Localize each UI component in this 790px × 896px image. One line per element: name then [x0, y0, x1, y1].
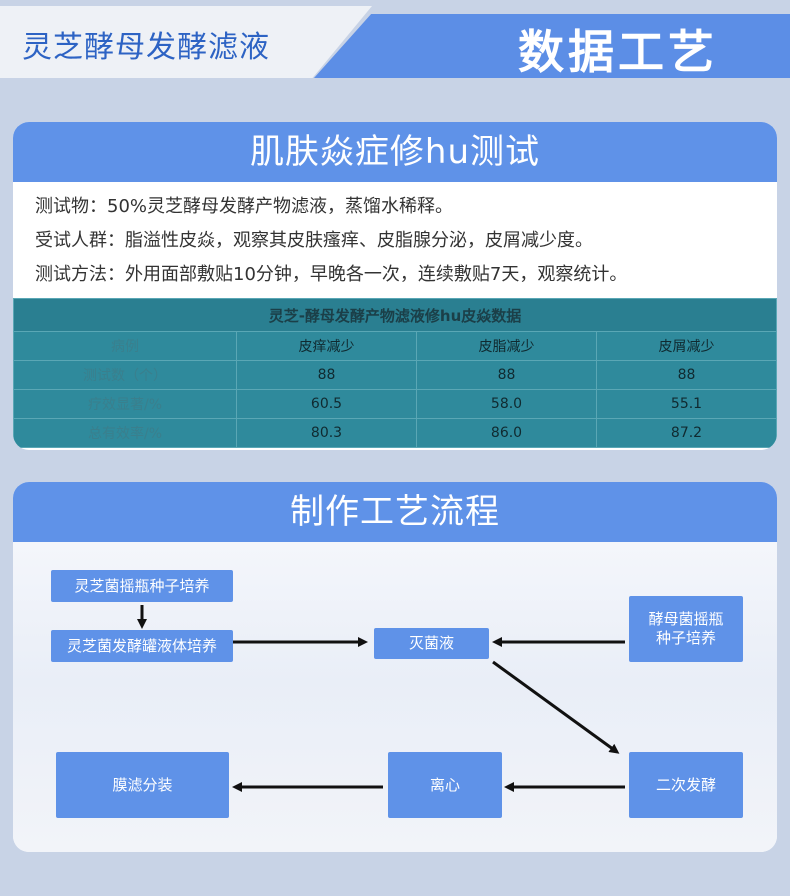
table-cell: 80.3 [236, 418, 417, 448]
table-cell: 总有效率/% [13, 418, 237, 448]
product-title: 灵芝酵母发酵滤液 [22, 30, 270, 65]
results-table: 灵芝-酵母发酵产物滤液修hu皮焱数据 病例 皮痒减少 皮脂减少 皮屑减少 测试数… [13, 298, 777, 448]
table-cell: 55.1 [596, 389, 777, 419]
table-cell: 87.2 [596, 418, 777, 448]
test-line-subjects: 受试人群：脂溢性皮焱，观察其皮肤瘙痒、皮脂腺分泌，皮屑减少度。 [35, 230, 593, 251]
process-card: 制作工艺流程 灵芝菌摇瓶种子培养 灵芝菌发酵罐液体培养 灭菌液 酵母菌摇瓶种子培… [13, 482, 777, 852]
table-caption: 灵芝-酵母发酵产物滤液修hu皮焱数据 [13, 298, 777, 332]
process-flow: 灵芝菌摇瓶种子培养 灵芝菌发酵罐液体培养 灭菌液 酵母菌摇瓶种子培养 二次发酵 … [13, 542, 777, 852]
test-line-material: 测试物：50%灵芝酵母发酵产物滤液，蒸馏水稀释。 [35, 196, 454, 217]
table-cell: 88 [416, 360, 597, 390]
header-banner: 灵芝酵母发酵滤液 数据工艺 [0, 0, 790, 82]
table-row: 总有效率/% 80.3 86.0 87.2 [13, 418, 777, 448]
table-cell: 58.0 [416, 389, 597, 419]
section-title: 数据工艺 [518, 25, 718, 79]
table-cell: 88 [596, 360, 777, 390]
table-header-cell: 皮脂减少 [416, 331, 597, 361]
step-centrifuge: 离心 [388, 752, 502, 818]
table-cell: 88 [236, 360, 417, 390]
table-caption-row: 灵芝-酵母发酵产物滤液修hu皮焱数据 [13, 298, 777, 332]
header-left-panel: 灵芝酵母发酵滤液 [0, 6, 372, 78]
table-cell: 测试数（个） [13, 360, 237, 390]
step-ganoderma-ferment: 灵芝菌发酵罐液体培养 [51, 630, 233, 662]
table-cell: 疗效显著/% [13, 389, 237, 419]
step-ganoderma-seed: 灵芝菌摇瓶种子培养 [51, 570, 233, 602]
step-yeast-seed: 酵母菌摇瓶种子培养 [629, 596, 743, 662]
table-header-row: 病例 皮痒减少 皮脂减少 皮屑减少 [13, 331, 777, 361]
table-header-cell: 皮屑减少 [596, 331, 777, 361]
test-description: 测试物：50%灵芝酵母发酵产物滤液，蒸馏水稀释。 受试人群：脂溢性皮焱，观察其皮… [13, 182, 777, 292]
arrow-sterilized-to-secondary [492, 660, 620, 754]
table-header-cell: 皮痒减少 [236, 331, 417, 361]
process-card-title: 制作工艺流程 [13, 482, 777, 542]
step-membrane-filter: 膜滤分装 [56, 752, 229, 818]
table-header-cell: 病例 [13, 331, 237, 361]
test-card: 肌肤焱症修hu测试 测试物：50%灵芝酵母发酵产物滤液，蒸馏水稀释。 受试人群：… [13, 122, 777, 450]
table-row: 疗效显著/% 60.5 58.0 55.1 [13, 389, 777, 419]
flow-arrows [137, 605, 625, 792]
table-cell: 60.5 [236, 389, 417, 419]
step-sterilized-liquid: 灭菌液 [374, 628, 489, 659]
test-line-method: 测试方法：外用面部敷贴10分钟，早晚各一次，连续敷贴7天，观察统计。 [35, 264, 628, 285]
table-cell: 86.0 [416, 418, 597, 448]
step-secondary-ferment: 二次发酵 [629, 752, 743, 818]
test-card-title: 肌肤焱症修hu测试 [13, 122, 777, 182]
header-right-panel: 数据工艺 [314, 14, 790, 78]
table-row: 测试数（个） 88 88 88 [13, 360, 777, 390]
